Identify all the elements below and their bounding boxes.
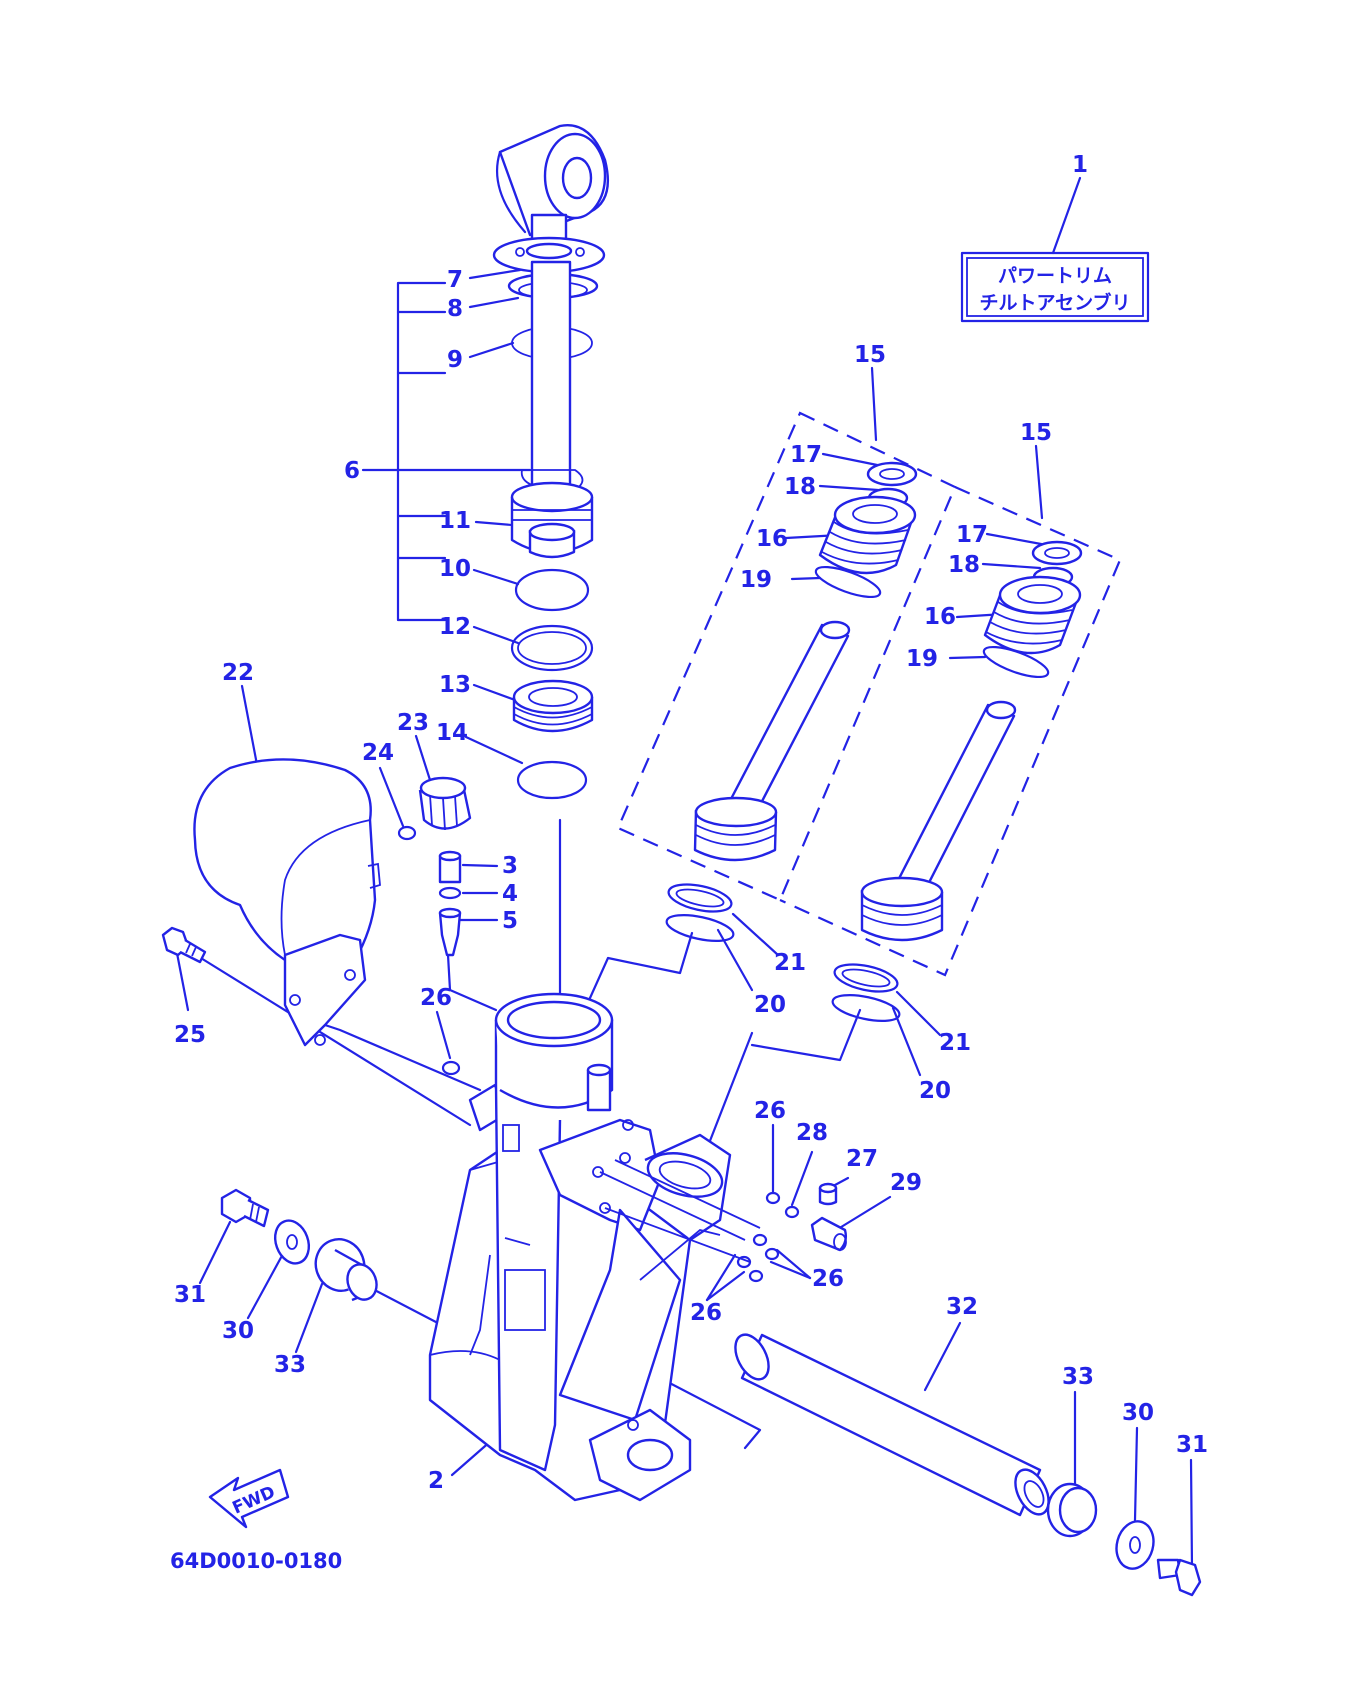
seal-kit-box-right [779, 485, 1122, 977]
seal-kit-box-left [616, 411, 957, 902]
callout-21-left: 21 [774, 950, 806, 976]
callout-12: 12 [439, 614, 471, 640]
pin-parts-left [220, 1188, 378, 1302]
callout-13: 13 [439, 672, 471, 698]
callout-11: 11 [439, 508, 471, 534]
callout-3: 3 [502, 853, 518, 879]
o-ring-26-top [441, 1060, 461, 1076]
callout-27: 27 [846, 1146, 878, 1172]
callout-19-left: 19 [740, 567, 772, 593]
callout-20-right: 20 [919, 1078, 951, 1104]
callout-15-left: 15 [854, 342, 886, 368]
callout-29: 29 [890, 1170, 922, 1196]
callout-4: 4 [502, 881, 518, 907]
trim-ram-right [860, 540, 1083, 942]
tilt-pin-32 [734, 1333, 1050, 1517]
small-fittings-26-27-28-29 [736, 1182, 848, 1283]
callout-14: 14 [436, 720, 468, 746]
callout-2: 2 [428, 1468, 444, 1494]
callout-17-right: 17 [956, 522, 988, 548]
callout-8: 8 [447, 296, 463, 322]
callout-31-left: 31 [174, 1282, 206, 1308]
fwd-arrow-icon: FWD [208, 1468, 290, 1529]
callout-5: 5 [502, 908, 518, 934]
cylinder-cap-13 [512, 679, 594, 733]
reservoir [193, 758, 381, 1047]
callout-1: 1 [1072, 152, 1088, 178]
callout-30-right: 30 [1122, 1400, 1154, 1426]
callout-7: 7 [447, 267, 463, 293]
callout-20-left: 20 [754, 992, 786, 1018]
part-code: 64D0010-0180 [170, 1549, 342, 1573]
callout-16-left: 16 [756, 526, 788, 552]
o-ring-24 [397, 825, 417, 841]
callout-23: 23 [397, 710, 429, 736]
callout-33-right: 33 [1062, 1364, 1094, 1390]
callout-26-bottom: 26 [690, 1300, 722, 1326]
callout-labels: 1 2 3 4 5 6 7 8 9 11 10 12 13 14 15 15 1… [174, 152, 1208, 1494]
callout-31-right: 31 [1176, 1432, 1208, 1458]
callout-10: 10 [439, 556, 471, 582]
piston [510, 481, 594, 559]
tilt-cylinder-rod-assembly [492, 124, 609, 494]
callout-18-left: 18 [784, 474, 816, 500]
callout-26-right-top: 26 [754, 1098, 786, 1124]
callout-28: 28 [796, 1120, 828, 1146]
callout-30-left: 30 [222, 1318, 254, 1344]
callout-18-right: 18 [948, 552, 980, 578]
callout-16-right: 16 [924, 604, 956, 630]
o-ring-14 [516, 760, 588, 800]
callout-17-left: 17 [790, 442, 822, 468]
o-ring-12 [510, 624, 594, 672]
callout-22: 22 [222, 660, 254, 686]
title-line-2: チルトアセンブリ [979, 291, 1130, 314]
callout-9: 9 [447, 347, 463, 373]
reservoir-plug-23 [418, 776, 472, 831]
bolt-25 [161, 926, 207, 964]
title-line-1: パワートリム [998, 265, 1112, 287]
o-rings-20-21-right [831, 963, 901, 1022]
callout-33-left: 33 [274, 1352, 306, 1378]
callout-26-top: 26 [420, 985, 452, 1011]
trim-ram-left [693, 461, 918, 862]
o-rings-20-21-left [665, 883, 735, 942]
valve-parts-3-4-5 [438, 850, 462, 957]
pin-parts-right [1046, 1482, 1202, 1597]
callout-21-right: 21 [939, 1030, 971, 1056]
callout-15-right: 15 [1020, 420, 1052, 446]
main-housing [428, 992, 761, 1502]
callout-19-right: 19 [906, 646, 938, 672]
callout-32: 32 [946, 1294, 978, 1320]
assembly-title-box: パワートリム チルトアセンブリ [960, 176, 1150, 323]
callout-26-right: 26 [812, 1266, 844, 1292]
callout-24: 24 [362, 740, 394, 766]
callout-25: 25 [174, 1022, 206, 1048]
callout-6: 6 [344, 458, 360, 484]
o-ring-10 [514, 568, 590, 612]
